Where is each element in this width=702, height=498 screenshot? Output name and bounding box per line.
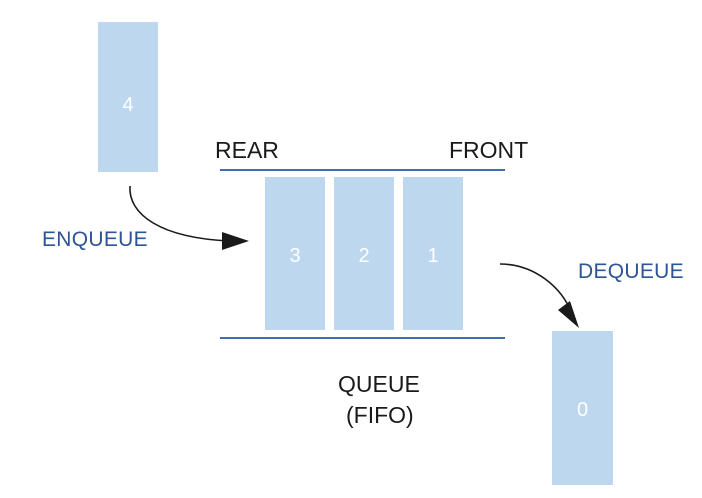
incoming-element-value: 4 bbox=[122, 94, 134, 116]
incoming-element-box: 4 bbox=[98, 22, 158, 172]
dequeue-arrow-icon bbox=[499, 263, 579, 328]
queue-element-value: 1 bbox=[427, 244, 439, 267]
queue-element-box: 2 bbox=[334, 177, 394, 330]
dequeue-label: DEQUEUE bbox=[578, 260, 684, 283]
outgoing-element-value: 0 bbox=[576, 399, 589, 421]
front-label: FRONT bbox=[449, 137, 529, 163]
queue-element-value: 3 bbox=[289, 244, 301, 267]
outgoing-element-box: 0 bbox=[552, 331, 613, 485]
rear-label: REAR bbox=[215, 137, 279, 163]
enqueue-label: ENQUEUE bbox=[42, 228, 148, 251]
diagram-title: QUEUE bbox=[338, 371, 420, 397]
queue-rail-top bbox=[220, 169, 505, 171]
queue-element-box: 3 bbox=[265, 177, 325, 330]
queue-element-box: 1 bbox=[403, 177, 463, 330]
queue-rail-bottom bbox=[220, 337, 505, 339]
diagram-subtitle: (FIFO) bbox=[346, 402, 414, 428]
queue-element-value: 2 bbox=[358, 244, 370, 267]
